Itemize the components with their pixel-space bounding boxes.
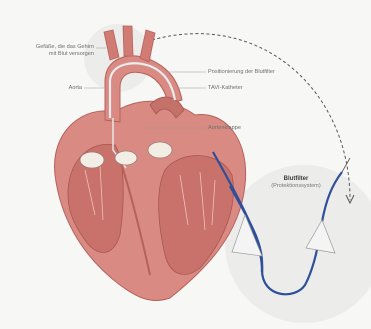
label-tavi-catheter: TAVI-Katheter	[208, 85, 243, 92]
label-blood-filter: Blutfilter (Protektionssystem)	[266, 176, 326, 190]
label-blood-filter-title: Blutfilter	[266, 176, 326, 183]
label-blood-filter-subtitle: (Protektionssystem)	[266, 183, 326, 190]
label-aorta: Aorta	[30, 85, 82, 92]
label-aortic-valve: Aortenklappe	[208, 125, 241, 132]
label-brain-vessels: Gefäße, die das Gehirn mit Blut versorge…	[4, 44, 94, 58]
label-brain-vessels-line2: mit Blut versorgen	[4, 51, 94, 58]
heart	[55, 26, 246, 300]
label-filter-position: Positionierung der Blutfilter	[208, 69, 275, 76]
label-brain-vessels-line1: Gefäße, die das Gehirn	[4, 44, 94, 51]
